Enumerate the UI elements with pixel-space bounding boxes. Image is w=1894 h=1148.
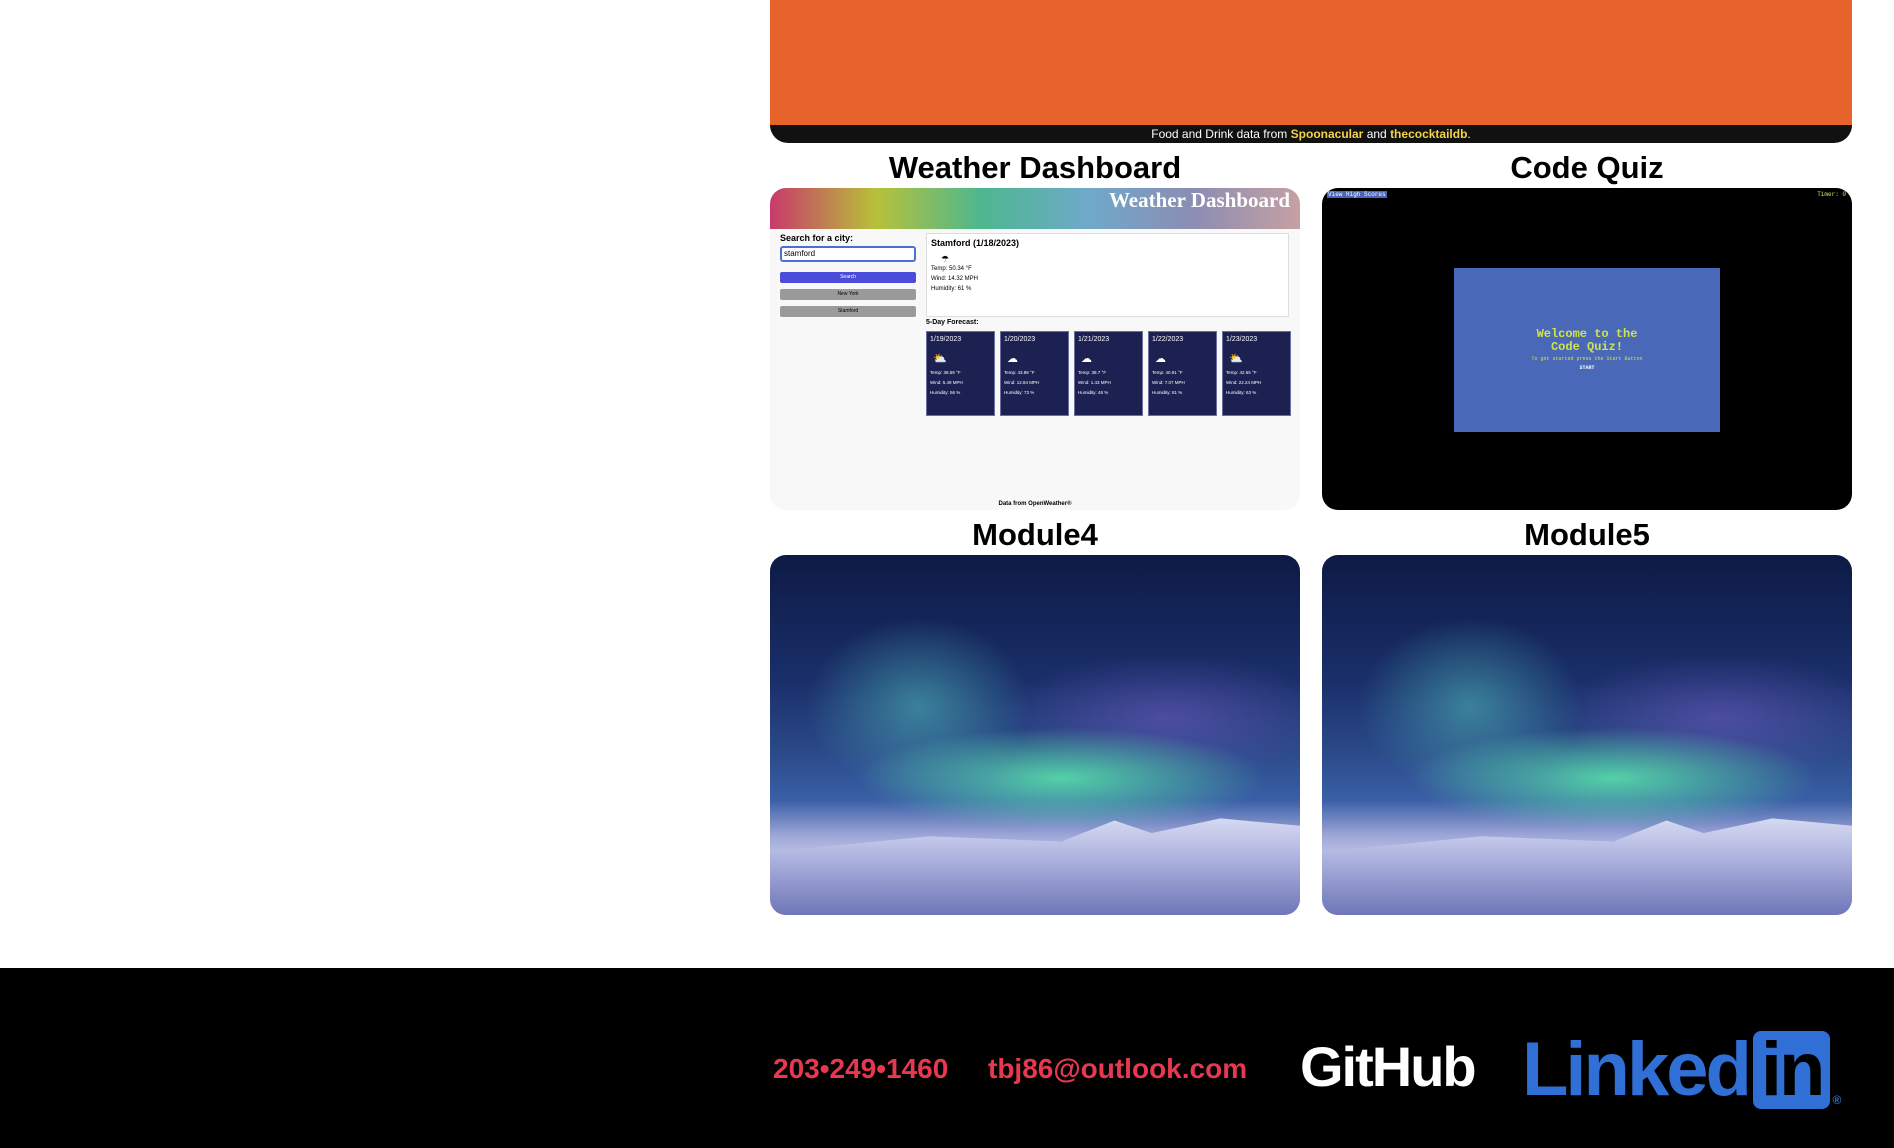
project-code-quiz: Code Quiz View High Scores Timer: 0 Welc… xyxy=(1322,148,1852,510)
module4-thumbnail[interactable] xyxy=(770,555,1300,915)
forecast-temp: Temp: 43.88 °F xyxy=(1004,370,1035,375)
project-weather-dashboard: Weather Dashboard Weather Dashboard Sear… xyxy=(770,148,1300,510)
forecast-wind: Wind: 5.49 MPH xyxy=(930,380,963,385)
wd-forecast-card: 1/23/2023 ⛅ Temp: 42.65 °F Wind: 22.24 M… xyxy=(1222,331,1291,416)
cq-timer: Timer: 0 xyxy=(1817,191,1846,198)
email-link[interactable]: tbj86@outlook.com xyxy=(988,1053,1248,1084)
project-title: Code Quiz xyxy=(1510,150,1664,185)
wd-data-credit: Data from OpenWeather® xyxy=(998,501,1072,507)
wd-search-button: Search xyxy=(780,272,916,283)
wd-forecast-card: 1/20/2023 ☁ Temp: 43.88 °F Wind: 12.84 M… xyxy=(1000,331,1069,416)
linkedin-text: Linked xyxy=(1522,1027,1752,1112)
wd-current-temp: Temp: 50.34 °F xyxy=(931,266,972,272)
wd-forecast-card: 1/19/2023 ⛅ Temp: 38.59 °F Wind: 5.49 MP… xyxy=(926,331,995,416)
partly-cloudy-icon: ⛅ xyxy=(933,353,947,365)
forecast-date: 1/19/2023 xyxy=(930,336,962,343)
weather-dashboard-thumbnail[interactable]: Weather Dashboard Search for a city: sta… xyxy=(770,188,1300,510)
forecast-wind: Wind: 12.84 MPH xyxy=(1004,380,1040,385)
spoonacular-link[interactable]: Spoonacular xyxy=(1290,127,1364,141)
project-module4: Module4 xyxy=(770,515,1300,915)
forecast-temp: Temp: 42.65 °F xyxy=(1226,370,1257,375)
rain-icon: ☂ xyxy=(941,254,950,264)
cloud-icon: ☁ xyxy=(1081,353,1092,365)
wd-history-item: New York xyxy=(780,289,916,300)
linkedin-logo-link[interactable]: Linked in ® xyxy=(1522,1026,1841,1113)
project-title: Weather Dashboard xyxy=(888,150,1182,185)
wd-current-title: Stamford (1/18/2023) xyxy=(931,238,1020,248)
cq-welcome-text: Welcome to the Code Quiz! xyxy=(1536,327,1638,354)
snow-landscape xyxy=(770,818,1300,915)
cocktaildb-link[interactable]: thecocktaildb xyxy=(1390,127,1468,141)
wd-banner: Weather Dashboard xyxy=(770,188,1300,229)
phone-link[interactable]: 203•249•1460 xyxy=(773,1053,949,1084)
credit-prefix: Food and Drink data from xyxy=(1151,127,1288,141)
cq-welcome-box: Welcome to the Code Quiz! To get started… xyxy=(1454,268,1720,432)
cq-subtitle: To get started press the Start Button xyxy=(1531,356,1643,362)
credit-and: and xyxy=(1366,127,1387,141)
github-logo-link[interactable]: GitHub xyxy=(1300,1035,1477,1098)
cq-high-scores: View High Scores xyxy=(1327,191,1387,198)
wd-search-label: Search for a city: xyxy=(780,233,854,243)
project-title: Module4 xyxy=(972,517,1098,552)
linkedin-registered: ® xyxy=(1832,1093,1842,1107)
project-title: Module5 xyxy=(1524,517,1650,552)
partly-cloudy-icon: ⛅ xyxy=(1229,353,1243,365)
wd-current-weather: Stamford (1/18/2023) ☂ Temp: 50.34 °F Wi… xyxy=(926,233,1289,317)
forecast-humidity: Humidity: 48 % xyxy=(1078,390,1109,395)
wd-current-wind: Wind: 14.32 MPH xyxy=(931,276,979,282)
wd-banner-title: Weather Dashboard xyxy=(1108,188,1290,212)
module5-thumbnail[interactable] xyxy=(1322,555,1852,915)
forecast-date: 1/21/2023 xyxy=(1078,336,1110,343)
forecast-date: 1/22/2023 xyxy=(1152,336,1184,343)
food-drink-credit: Food and Drink data from Spoonacular and… xyxy=(770,125,1852,143)
footer: 203•249•1460 tbj86@outlook.com GitHub Li… xyxy=(0,968,1894,1148)
snow-landscape xyxy=(1322,818,1852,915)
cloud-icon: ☁ xyxy=(1007,353,1018,365)
forecast-temp: Temp: 40.91 °F xyxy=(1152,370,1183,375)
wd-search-panel: Search for a city: stamford Search New Y… xyxy=(780,233,916,317)
forecast-wind: Wind: 7.07 MPH xyxy=(1152,380,1185,385)
wd-forecast-card: 1/22/2023 ☁ Temp: 40.91 °F Wind: 7.07 MP… xyxy=(1148,331,1217,416)
forecast-humidity: Humidity: 73 % xyxy=(1004,390,1035,395)
project-card-food-drink[interactable]: Food and Drink data from Spoonacular and… xyxy=(770,0,1852,143)
linkedin-in-box: in xyxy=(1752,1030,1831,1109)
forecast-wind: Wind: 22.24 MPH xyxy=(1226,380,1262,385)
wd-history-item: Stamford xyxy=(780,306,916,317)
forecast-temp: Temp: 38.59 °F xyxy=(930,370,961,375)
wd-forecast-cards: 1/19/2023 ⛅ Temp: 38.59 °F Wind: 5.49 MP… xyxy=(926,331,1291,416)
wd-forecast-heading: 5-Day Forecast: xyxy=(926,319,979,326)
cloud-icon: ☁ xyxy=(1155,353,1166,365)
wd-search-input: stamford xyxy=(780,246,916,262)
forecast-date: 1/20/2023 xyxy=(1004,336,1036,343)
forecast-temp: Temp: 38.7 °F xyxy=(1078,370,1107,375)
wd-current-humidity: Humidity: 61 % xyxy=(931,286,972,292)
project-module5: Module5 xyxy=(1322,515,1852,915)
forecast-wind: Wind: 1.43 MPH xyxy=(1078,380,1111,385)
code-quiz-thumbnail[interactable]: View High Scores Timer: 0 Welcome to the… xyxy=(1322,188,1852,510)
wd-forecast-card: 1/21/2023 ☁ Temp: 38.7 °F Wind: 1.43 MPH… xyxy=(1074,331,1143,416)
forecast-humidity: Humidity: 63 % xyxy=(1226,390,1257,395)
cq-start: START xyxy=(1579,365,1595,371)
forecast-humidity: Humidity: 56 % xyxy=(930,390,961,395)
forecast-humidity: Humidity: 81 % xyxy=(1152,390,1183,395)
forecast-date: 1/23/2023 xyxy=(1226,336,1258,343)
credit-end: . xyxy=(1467,127,1471,141)
project-thumbnail-orange xyxy=(770,0,1852,125)
